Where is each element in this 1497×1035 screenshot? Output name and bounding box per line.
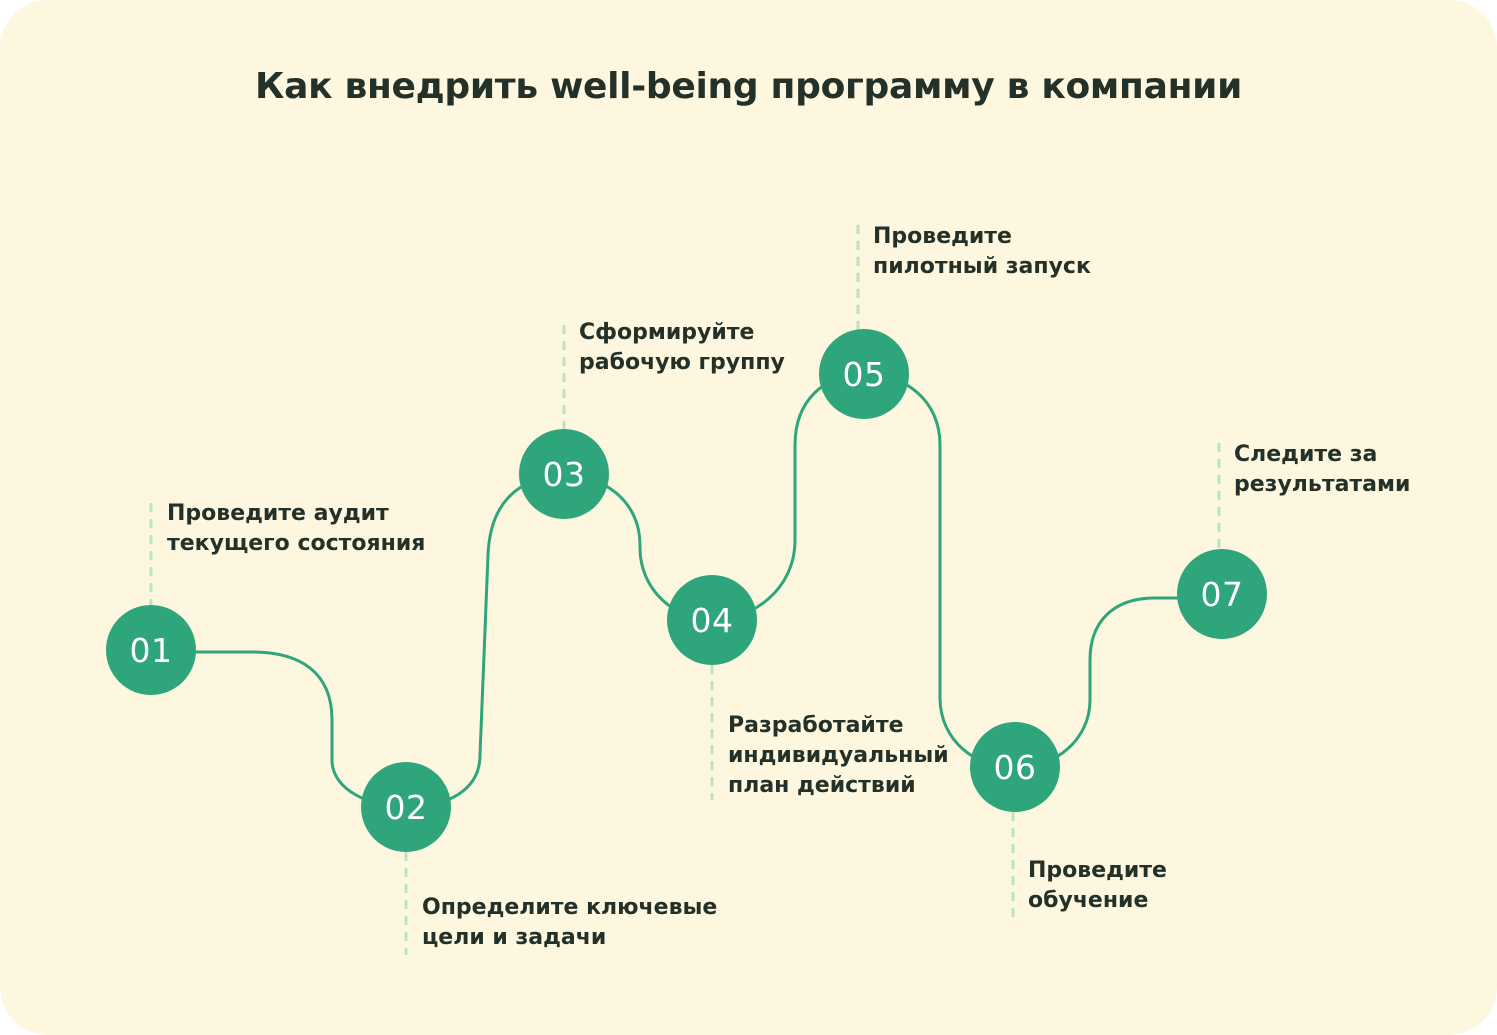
step-label-line: индивидуальный: [728, 743, 949, 768]
step-label-05: Проведите пилотный запуск: [873, 222, 1091, 282]
step-label-line: план действий: [728, 773, 916, 798]
step-node-03: 03: [519, 429, 609, 519]
step-node-05: 05: [819, 329, 909, 419]
step-label-line: Разработайте: [728, 713, 904, 738]
step-label-line: Определите ключевые: [422, 895, 718, 920]
step-label-02: Определите ключевые цели и задачи: [422, 893, 717, 953]
step-label-line: пилотный запуск: [873, 254, 1091, 279]
step-label-01: Проведите аудит текущего состояния: [167, 499, 425, 559]
step-label-line: Следите за: [1234, 442, 1378, 467]
step-label-line: рабочую группу: [579, 350, 785, 375]
step-node-04: 04: [667, 575, 757, 665]
step-label-03: Сформируйте рабочую группу: [579, 318, 785, 378]
step-node-07: 07: [1177, 549, 1267, 639]
step-node-06: 06: [970, 722, 1060, 812]
step-label-line: Сформируйте: [579, 320, 755, 345]
step-label-line: обучение: [1028, 888, 1149, 913]
step-label-line: результатами: [1234, 472, 1411, 497]
step-label-line: Проведите: [873, 224, 1012, 249]
step-label-line: Проведите: [1028, 858, 1167, 883]
step-label-04: Разработайте индивидуальный план действи…: [728, 711, 949, 801]
step-label-06: Проведите обучение: [1028, 856, 1167, 916]
page-title: Как внедрить well-being программу в комп…: [254, 66, 1243, 107]
step-label-07: Следите за результатами: [1234, 440, 1410, 500]
step-label-line: цели и задачи: [422, 925, 607, 950]
step-node-01: 01: [106, 605, 196, 695]
step-label-line: Проведите аудит: [167, 501, 389, 526]
step-label-line: текущего состояния: [167, 531, 426, 556]
step-node-02: 02: [361, 762, 451, 852]
